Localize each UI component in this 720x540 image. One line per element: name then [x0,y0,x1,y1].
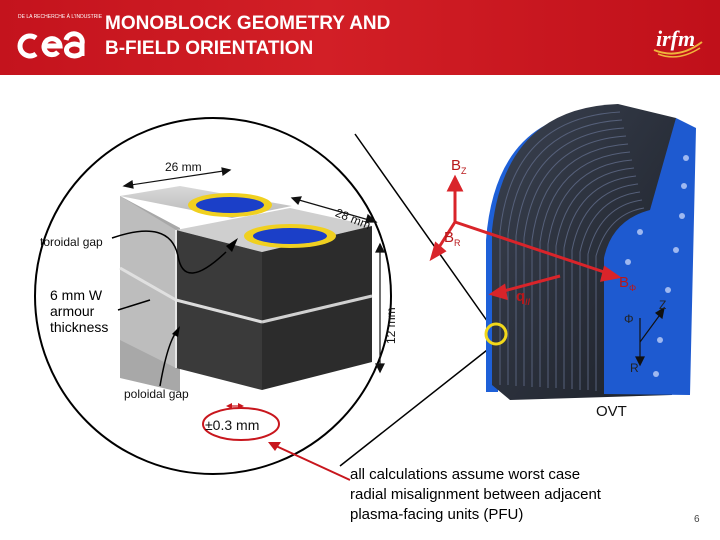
misalignment-note: all calculations assume worst case radia… [350,466,601,523]
irfm-logo: irfm [653,26,703,58]
monoblock-blocks [119,186,373,392]
title-line-2: B-FIELD ORIENTATION [105,38,314,59]
bz-label: BZ [451,157,467,176]
cea-logo [17,31,85,59]
poloidal-gap-label: poloidal gap [124,387,189,401]
ovt-pfu-assembly [486,104,696,400]
zoom-connector-top [354,133,491,326]
highlight-circle [484,322,508,346]
axis-r-label: R [630,361,639,375]
ovt-label: OVT [596,403,627,420]
bphi-label: BΦ [619,274,637,293]
b-field-arrows [429,174,622,301]
axis-phi-label: Φ [624,312,634,326]
zoom-connector-bottom [339,342,497,467]
axis-z-label: Z [659,298,667,312]
q-parallel-label: q// [516,288,531,307]
tolerance-label: ±0.3 mm [205,417,260,433]
br-label: BR [444,229,461,248]
tolerance-pointer [268,442,351,481]
svg-text:irfm: irfm [656,26,695,51]
tolerance-highlight [202,407,280,441]
dim-height-label: 12 mm [384,307,398,344]
page-number: 6 [694,514,700,525]
title-line-1: MONOBLOCK GEOMETRY AND [105,13,391,34]
toroidal-gap-label: toroidal gap [40,235,103,249]
axes-triad [635,306,665,367]
armour-thickness-label: 6 mm W armour thickness [50,287,109,335]
dim-width-label: 26 mm [165,160,202,174]
header-banner: DE LA RECHERCHE À L'INDUSTRIE MONOBLOCK … [0,0,720,75]
cea-tagline: DE LA RECHERCHE À L'INDUSTRIE [18,14,103,20]
dimension-arrows [122,167,385,409]
page-title: MONOBLOCK GEOMETRY AND B-FIELD ORIENTATI… [105,11,525,61]
